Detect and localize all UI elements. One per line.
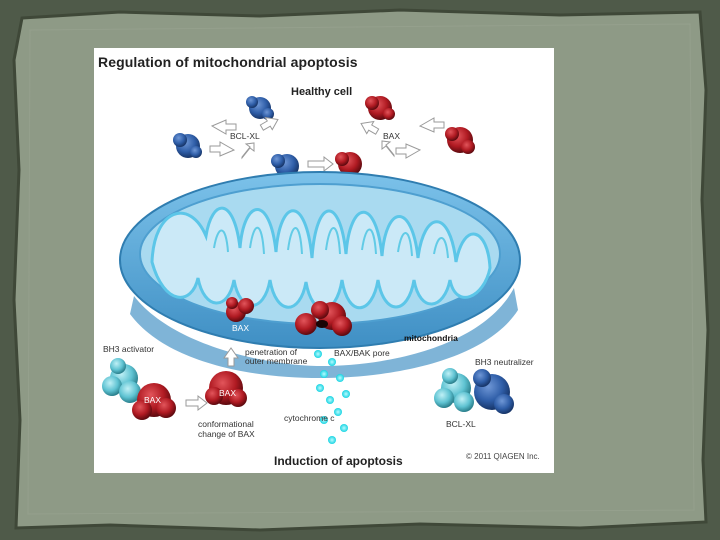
bh3-activator-protein	[102, 358, 141, 403]
exchange-arrows	[210, 113, 444, 171]
arrow-icon	[308, 157, 333, 171]
bcl-xl-protein-top	[246, 96, 274, 120]
conformational-label-line1: conformational	[198, 420, 254, 429]
mitochondria-label: mitochondria	[404, 334, 458, 343]
bax-protein-right	[445, 127, 475, 154]
mitochondrion	[120, 172, 520, 378]
bax-bak-pore-label: BAX/BAK pore	[334, 349, 390, 358]
copyright-notice: © 2011 QIAGEN Inc.	[466, 452, 540, 461]
bcl-xl-bound-protein	[473, 369, 514, 414]
arrow-icon	[186, 396, 207, 410]
bcl-xl-label-top: BCL-XL	[230, 132, 260, 141]
penetration-label-line2: outer membrane	[245, 357, 307, 366]
arrow-icon	[396, 144, 420, 158]
bh3-activator-label: BH3 activator	[103, 345, 154, 354]
bax-membrane-label: BAX	[232, 324, 249, 333]
conformational-label-line2: change of BAX	[198, 430, 255, 439]
arrow-icon	[242, 143, 254, 158]
bax-activator-label: BAX	[144, 396, 161, 405]
arrow-icon	[382, 141, 394, 156]
bcl-xl-label-bottom: BCL-XL	[446, 420, 476, 429]
bax-conformational-label: BAX	[219, 389, 236, 398]
apoptosis-illustration	[94, 48, 554, 473]
arrow-icon	[358, 117, 381, 138]
cytochrome-c-label: cytochrome c	[284, 414, 335, 423]
diagram-panel: Regulation of mitochondrial apoptosis He…	[94, 48, 554, 473]
bh3-neutralizer-protein	[434, 368, 474, 412]
bcl-xl-protein-left	[173, 133, 202, 158]
arrow-icon	[210, 142, 234, 156]
bh3-neutralizer-label: BH3 neutralizer	[475, 358, 534, 367]
cytochrome-c-release	[314, 350, 350, 444]
bax-label-top: BAX	[383, 132, 400, 141]
arrow-icon	[420, 118, 444, 132]
induction-of-apoptosis-label: Induction of apoptosis	[274, 454, 403, 468]
bax-protein-top	[365, 96, 395, 120]
